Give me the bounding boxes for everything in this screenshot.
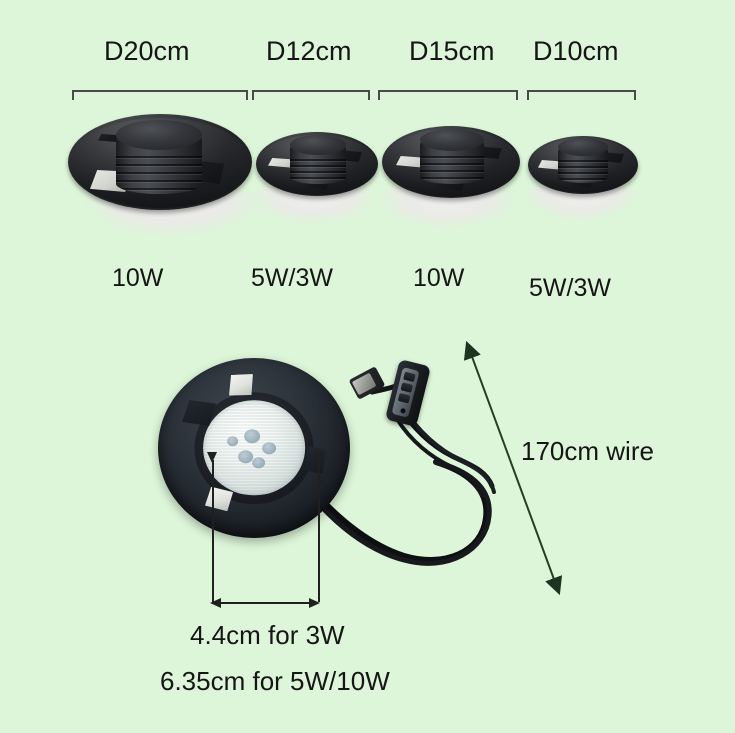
lamp-slot-dark-1 [98,134,132,143]
extension-arrow-left-top [207,452,217,463]
dimension-bracket-3 [378,90,518,100]
extension-line-right [318,460,320,602]
measurement-label-1: 4.4cm for 3W [190,620,345,650]
dimension-label-4: D10cm [533,36,619,66]
lamp-lens [203,400,305,496]
lamp-slot-light [538,160,566,170]
dimension-arrow-right [309,598,320,608]
inline-switch-icon [384,359,432,427]
product-lamp-d10 [528,136,638,194]
dimension-bracket-1 [72,90,248,100]
diameter-dimension-line [214,602,318,604]
lamp-top-cap [116,120,202,150]
product-lamp-d20 [68,114,252,210]
lamp-top-cap [290,135,346,155]
lamp-top-cap [558,138,608,156]
wattage-label-2: 5W/3W [251,264,333,292]
extension-line-left [212,460,214,602]
product-lamp-d15 [382,126,520,198]
lamp-front-slot-top [227,373,255,398]
lamp-top-cap [420,129,484,151]
wattage-label-3: 10W [413,264,465,292]
wattage-label-1: 10W [112,264,164,292]
dimension-label-1: D20cm [104,36,190,66]
dimension-bracket-4 [527,90,636,100]
wire-length-label: 170cm wire [521,436,654,466]
dimension-arrow-left [210,598,221,608]
wattage-label-4: 5W/3W [529,274,611,302]
lamp-slot-light [268,158,298,168]
product-lamp-d12 [256,132,378,196]
measurement-label-2: 6.35cm for 5W/10W [160,666,390,696]
usb-plug-icon [348,366,386,400]
lamp-slot-dark-1 [598,152,624,163]
dimension-bracket-2 [252,90,370,100]
dimension-label-3: D15cm [409,36,495,66]
dimension-label-2: D12cm [266,36,352,66]
product-lamp-front-view [158,358,350,538]
extension-arrow-right-top [313,452,323,463]
